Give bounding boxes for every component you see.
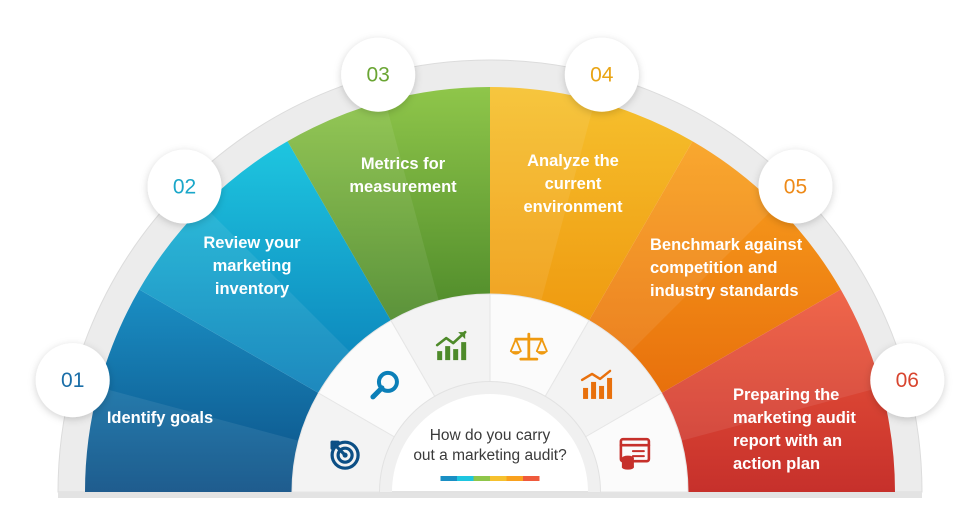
badge-circle (758, 149, 833, 224)
step-number-badge-02: 02 (147, 149, 222, 224)
segment-step-04 (490, 87, 693, 321)
step-number: 04 (590, 64, 614, 87)
segments (85, 87, 895, 492)
badge-circle (35, 343, 110, 418)
growth-chart-icon (435, 330, 467, 361)
badge-circle (564, 37, 639, 112)
step-label-line: environment (523, 198, 623, 216)
badge-circle (147, 149, 222, 224)
step-labels: Identify goals Review your marketing invent… (107, 152, 857, 473)
segment-facet (139, 205, 350, 393)
scales-icon (509, 332, 548, 361)
color-strip-swatch (523, 476, 540, 481)
step-label-line: marketing audit (733, 409, 856, 427)
color-strip-swatch (440, 476, 457, 481)
badge-circle (870, 343, 945, 418)
step-label-03: Metrics for measurement (349, 155, 457, 196)
color-strip-swatch (457, 476, 474, 481)
segment-facet (490, 87, 595, 301)
center-question-line: out a marketing audit? (413, 447, 567, 464)
step-number-badge-06: 06 (870, 343, 945, 418)
segment-facet (661, 289, 882, 441)
step-label-line: current (545, 175, 602, 193)
step-label-line: Analyze the (527, 152, 619, 170)
step-label-line: Benchmark against (650, 236, 803, 254)
base-shadow (58, 492, 922, 498)
step-number-badge-05: 05 (758, 149, 833, 224)
segment-step-05 (589, 141, 841, 393)
step-number-badge-03: 03 (341, 37, 416, 112)
color-strip-swatch (490, 476, 507, 481)
step-label-line: Review your (203, 234, 301, 252)
step-label-line: marketing (213, 257, 292, 275)
step-label-05: Benchmark against competition and industry… (650, 236, 803, 300)
target-icon (330, 440, 360, 470)
magnifier-icon (370, 370, 399, 400)
step-label-line: Identify goals (107, 409, 213, 427)
segment-step-06 (661, 289, 895, 492)
segment-facet (287, 100, 439, 321)
badge-circle (341, 37, 416, 112)
step-label-02: Review your marketing inventory (203, 234, 301, 298)
step-label-line: competition and (650, 259, 777, 277)
color-strip-swatch (506, 476, 523, 481)
center-hub: How do you carry out a marketing audit? (378, 381, 602, 493)
step-number: 03 (367, 64, 390, 87)
color-strip-swatch (473, 476, 490, 481)
segment-facet (589, 141, 777, 352)
step-number: 05 (784, 176, 807, 199)
step-number: 01 (61, 369, 84, 392)
step-label-line: industry standards (650, 282, 799, 300)
step-label-line: report with an (733, 432, 842, 450)
step-label-line: measurement (349, 178, 457, 196)
icons (330, 330, 651, 470)
report-icon (619, 437, 651, 470)
step-label-line: Metrics for (361, 155, 446, 173)
step-label-06: Preparing the marketing audit report with … (733, 386, 856, 473)
step-number-badge-04: 04 (564, 37, 639, 112)
step-label-01: Identify goals (107, 409, 213, 427)
center-rim (380, 382, 600, 492)
step-label-line: inventory (215, 280, 290, 298)
step-label-line: action plan (733, 455, 820, 473)
step-numbers: 01 02 03 04 05 06 (35, 37, 945, 418)
step-number: 06 (896, 369, 919, 392)
step-number: 02 (173, 176, 196, 199)
segment-step-02 (139, 141, 391, 393)
segment-facet (85, 387, 299, 492)
step-label-04: Analyze the current environment (523, 152, 623, 216)
segment-step-03 (287, 87, 490, 321)
step-number-badge-01: 01 (35, 343, 110, 418)
center-question-line: How do you carry (430, 427, 551, 444)
segment-step-01 (85, 289, 319, 492)
bar-chart-icon (580, 369, 613, 399)
step-label-line: Preparing the (733, 386, 839, 404)
